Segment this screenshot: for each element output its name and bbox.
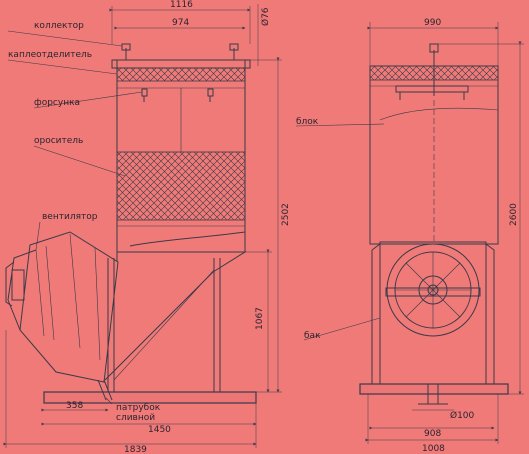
label-pipe-1: патрубок xyxy=(116,403,161,413)
front-view xyxy=(359,43,509,405)
dim-d76: Ø76 xyxy=(260,7,271,26)
side-view xyxy=(5,43,257,404)
base-pad xyxy=(43,391,257,404)
hopper xyxy=(104,251,247,381)
dimension-values: 1116 974 Ø76 990 2502 1067 2600 358 1450… xyxy=(66,0,519,454)
collector-top xyxy=(111,59,251,69)
label-collector: коллектор xyxy=(34,21,84,31)
label-nozzle: форсунка xyxy=(34,98,80,108)
dim-1116: 1116 xyxy=(170,0,193,10)
nozzle-left xyxy=(141,88,148,97)
dim-2600: 2600 xyxy=(509,203,519,226)
leader-lines xyxy=(7,30,385,405)
nozzle-right xyxy=(207,88,214,97)
dim-990: 990 xyxy=(424,18,441,28)
label-tank: бак xyxy=(304,331,321,341)
label-droplet-separator: каплеотделитель xyxy=(8,50,92,60)
dim-2502: 2502 xyxy=(281,203,291,226)
dim-1450: 1450 xyxy=(148,425,171,435)
dim-974: 974 xyxy=(172,18,189,28)
fan-circle-outer xyxy=(386,243,480,337)
dim-1067: 1067 xyxy=(255,307,265,330)
label-sprinkler: ороситель xyxy=(34,136,83,146)
fan-housing xyxy=(19,231,119,383)
droplet-separator xyxy=(116,67,246,82)
dim-1008: 1008 xyxy=(422,444,445,454)
dimension-lines xyxy=(3,4,524,448)
dim-358: 358 xyxy=(66,401,83,411)
dim-d100: Ø100 xyxy=(450,410,475,421)
label-fan: вентилятор xyxy=(42,212,98,222)
tank xyxy=(379,241,487,385)
sprinkler-fill xyxy=(116,151,246,221)
base-pad-front xyxy=(359,383,509,395)
label-pipe-2: сливной xyxy=(116,413,155,423)
dim-1839: 1839 xyxy=(124,445,147,454)
dim-908: 908 xyxy=(424,429,441,439)
fan-motor xyxy=(11,269,25,301)
labels: коллектор каплеотделитель форсунка ороси… xyxy=(8,21,321,423)
label-block: блок xyxy=(296,117,319,127)
fan-blades xyxy=(395,252,471,328)
